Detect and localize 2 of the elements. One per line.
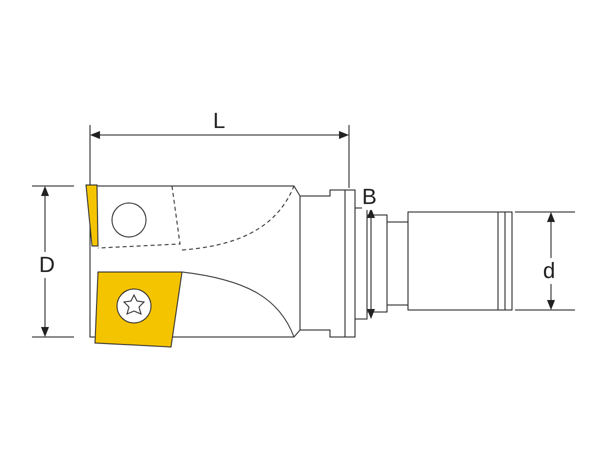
dimension-label: D bbox=[39, 252, 55, 278]
dimension-label: d bbox=[543, 258, 556, 284]
